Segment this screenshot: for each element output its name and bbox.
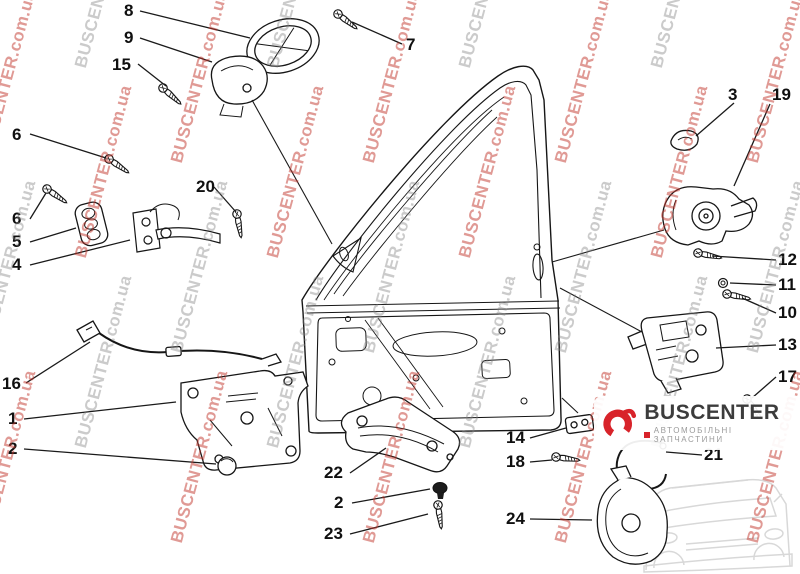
part-2-plug <box>432 482 448 499</box>
callout-12: 12 <box>778 250 797 269</box>
part-2-cap <box>217 456 237 476</box>
callout-3: 3 <box>728 85 737 104</box>
part-3-clip <box>670 129 699 151</box>
callout-7: 7 <box>406 35 415 54</box>
leader-23 <box>349 513 429 535</box>
screw-icon-18 <box>550 451 581 466</box>
callout-5: 5 <box>12 232 21 251</box>
callout-10: 10 <box>778 303 797 322</box>
callout-6a: 6 <box>12 125 21 144</box>
part-11-washer <box>717 277 729 289</box>
leader-3 <box>695 102 735 137</box>
callout-17: 17 <box>778 367 797 386</box>
leader-7 <box>351 21 403 45</box>
callout-19: 19 <box>772 85 791 104</box>
leader-6a <box>29 133 107 159</box>
leader-24 <box>529 518 593 521</box>
construction-line-19-door <box>551 229 665 263</box>
leader-17 <box>751 376 777 399</box>
callout-4: 4 <box>12 255 22 274</box>
leader-18 <box>529 459 553 463</box>
leader-14 <box>529 427 567 439</box>
buscenter-logo-icon <box>603 408 637 439</box>
callout-22: 22 <box>324 463 343 482</box>
screw-icon-7 <box>331 7 361 33</box>
leader-12 <box>711 255 777 261</box>
construction-line-14-door <box>561 397 579 414</box>
screw-icon-23 <box>432 499 447 530</box>
callout-11: 11 <box>778 275 796 294</box>
logo-bullet-icon <box>644 432 650 439</box>
logo-tagline: АВТОМОБІЛЬНІ ЗАПЧАСТИНИ <box>653 426 733 445</box>
part-5-switch-panel <box>74 201 109 247</box>
callout-2a: 2 <box>8 439 17 458</box>
leader-16 <box>25 341 91 384</box>
screw-icon-20 <box>231 208 246 239</box>
callout-1: 1 <box>8 409 17 428</box>
leader-10 <box>741 297 777 314</box>
leader-22 <box>349 447 387 474</box>
part-9-handle-housing <box>210 55 268 118</box>
construction-line-9-door <box>251 99 333 245</box>
screw-icon-15 <box>156 81 185 108</box>
leader-19 <box>733 103 771 187</box>
construction-line-13-door <box>559 287 643 333</box>
callout-20: 20 <box>196 177 215 196</box>
callout-9: 9 <box>124 28 133 47</box>
leader-20 <box>213 186 237 213</box>
screw-icon-6a <box>102 152 132 177</box>
part-22-reinforcement-bracket <box>340 396 461 473</box>
callout-15: 15 <box>112 55 131 74</box>
leader-8 <box>139 10 251 39</box>
callout-14: 14 <box>506 428 525 447</box>
callout-23: 23 <box>324 524 343 543</box>
callout-2b: 2 <box>334 493 343 512</box>
leader-lines <box>23 10 777 535</box>
door-panel-drawing <box>301 65 562 434</box>
leader-4 <box>29 239 131 266</box>
logo-text-block: BUSCENTER АВТОМОБІЛЬНІ ЗАПЧАСТИНИ <box>644 400 790 444</box>
logo-tagline-row: АВТОМОБІЛЬНІ ЗАПЧАСТИНИ <box>644 426 790 444</box>
leader-2a <box>23 448 217 465</box>
callout-16: 16 <box>2 374 21 393</box>
leader-1 <box>23 401 177 420</box>
leader-15 <box>137 63 167 87</box>
part-13-door-lock <box>627 311 724 394</box>
buscenter-logo: BUSCENTER АВТОМОБІЛЬНІ ЗАПЧАСТИНИ <box>594 396 800 450</box>
part-1-mounting-plate <box>180 369 309 471</box>
leader-13 <box>715 344 777 349</box>
part-24-lock-shield <box>596 465 668 565</box>
leader-21 <box>665 451 703 456</box>
screw-icon-12 <box>692 247 723 263</box>
leader-5 <box>29 227 77 243</box>
part-14-striker <box>564 414 595 435</box>
screw-icon-10 <box>721 288 752 304</box>
callout-labels: 8 9 15 7 6 6 5 4 20 16 1 2 22 2 23 3 19 … <box>2 1 797 543</box>
leader-6b <box>29 192 47 220</box>
leader-9 <box>139 37 213 63</box>
callout-6b: 6 <box>12 209 21 228</box>
part-16-cable <box>76 320 282 367</box>
part-4-door-check <box>132 203 221 253</box>
callout-8: 8 <box>124 1 133 20</box>
leader-2b <box>351 488 431 504</box>
part-19-lock-mechanism <box>662 186 758 246</box>
callout-24: 24 <box>506 509 525 528</box>
logo-name: BUSCENTER <box>644 400 780 424</box>
callout-18: 18 <box>506 452 525 471</box>
leader-11 <box>729 282 777 286</box>
callout-13: 13 <box>778 335 797 354</box>
